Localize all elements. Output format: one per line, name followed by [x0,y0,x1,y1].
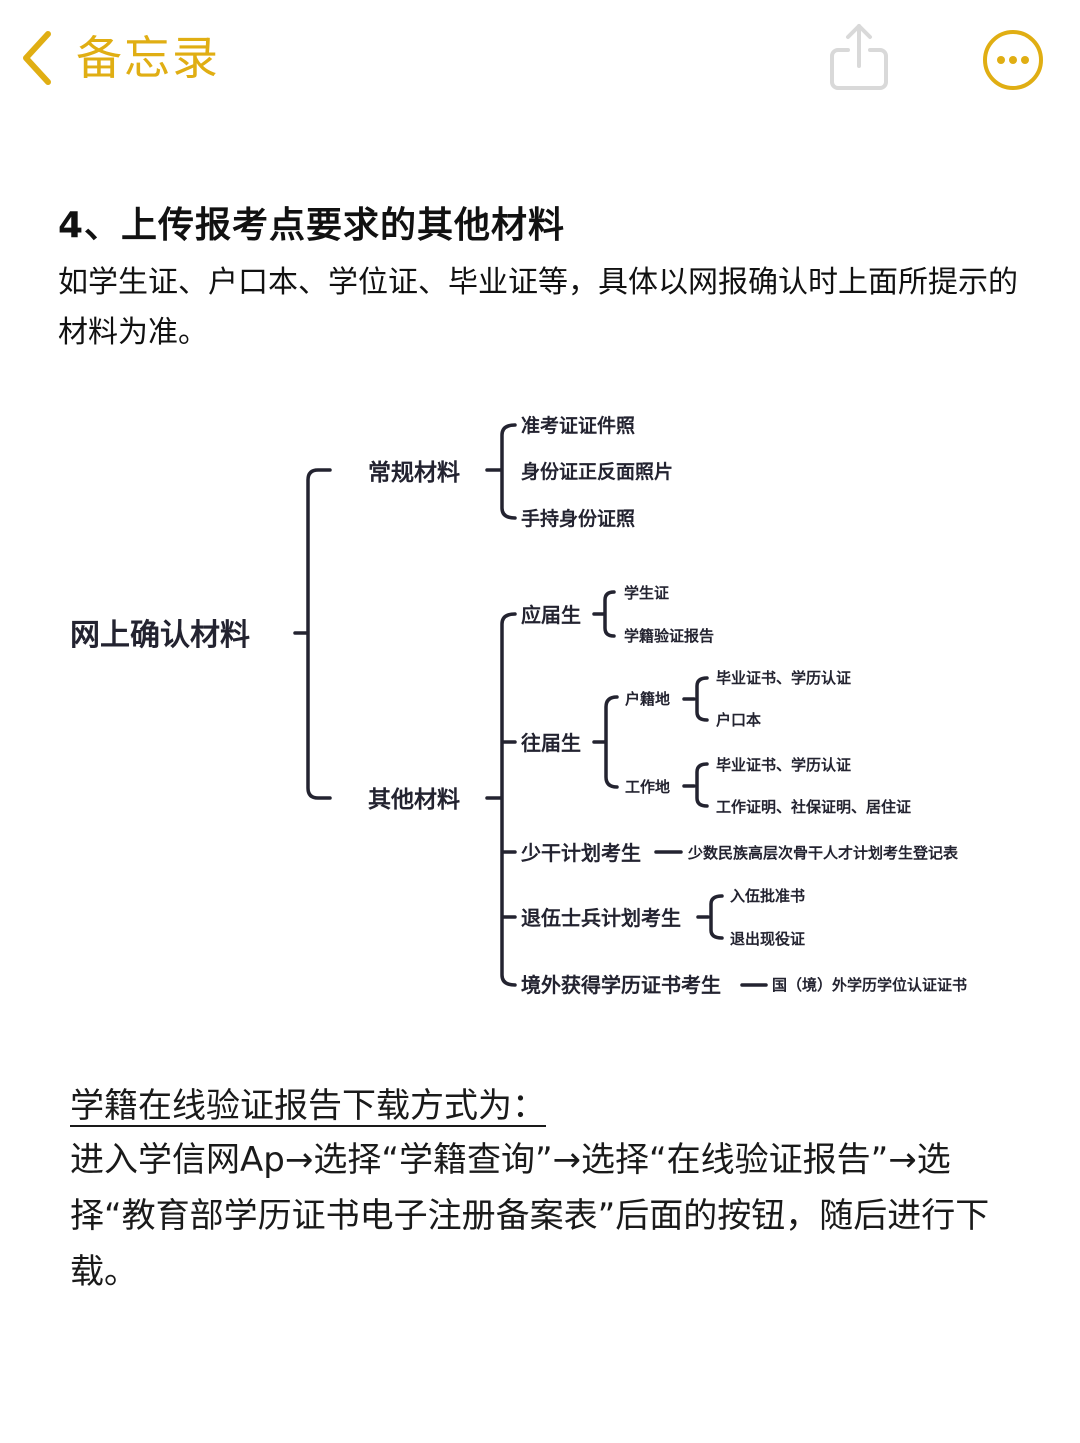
diagram-regular-item: 准考证证件照 [521,414,635,437]
diagram-other-label: 其他材料 [368,787,460,813]
diagram-fresh-item: 学生证 [624,584,669,602]
diagram-veteran-label: 退伍士兵计划考生 [521,906,681,930]
diagram-hukou-item: 户口本 [716,711,761,729]
diagram-minority-label: 少干计划考生 [520,841,641,865]
note-paragraph: 如学生证、户口本、学位证、毕业证等，具体以网报确认时上面所提示的材料为准。 [58,265,1018,350]
diagram-fresh-item: 学籍验证报告 [624,627,714,645]
chevron-left-icon [23,31,51,85]
materials-mindmap-image: 网上确认材料 常规材料 准考证证件照 身份证正反面照片 手持身份证照 其他材料 … [70,414,967,997]
diagram-veteran-item: 入伍批准书 [730,887,805,905]
diagram-hukou-label: 户籍地 [625,690,670,708]
diagram-overseas-item: 国（境）外学历学位认证证书 [772,976,967,994]
diagram-root: 网上确认材料 [70,618,250,653]
diagram-work-label: 工作地 [625,778,670,796]
diagram-fresh-label: 应届生 [521,603,581,627]
ellipsis-circle-icon[interactable] [982,29,1044,91]
download-method-paragraph: 进入学信网Ap→选择“学籍查询”→选择“在线验证报告”→选择“教育部学历证书电子… [70,1140,990,1292]
note-heading: 4、上传报考点要求的其他材料 [58,205,566,246]
diagram-overseas-label: 境外获得学历证书考生 [521,973,721,997]
diagram-regular-item: 手持身份证照 [521,507,635,530]
share-icon[interactable] [828,20,890,92]
diagram-regular-label: 常规材料 [368,460,460,486]
diagram-regular-item: 身份证正反面照片 [521,460,673,483]
back-label: 备忘录 [76,31,220,85]
diagram-minority-item: 少数民族高层次骨干人才计划考生登记表 [687,844,959,862]
nav-bar: 备忘录 [0,0,1080,120]
diagram-work-item: 工作证明、社保证明、居住证 [716,798,911,816]
diagram-past-label: 往届生 [521,731,581,755]
diagram-veteran-item: 退出现役证 [730,930,805,948]
diagram-work-item: 毕业证书、学历认证 [716,756,851,774]
download-method-subheading: 学籍在线验证报告下载方式为： [70,1086,546,1126]
back-button[interactable]: 备忘录 [18,28,220,88]
diagram-hukou-item: 毕业证书、学历认证 [716,669,851,687]
